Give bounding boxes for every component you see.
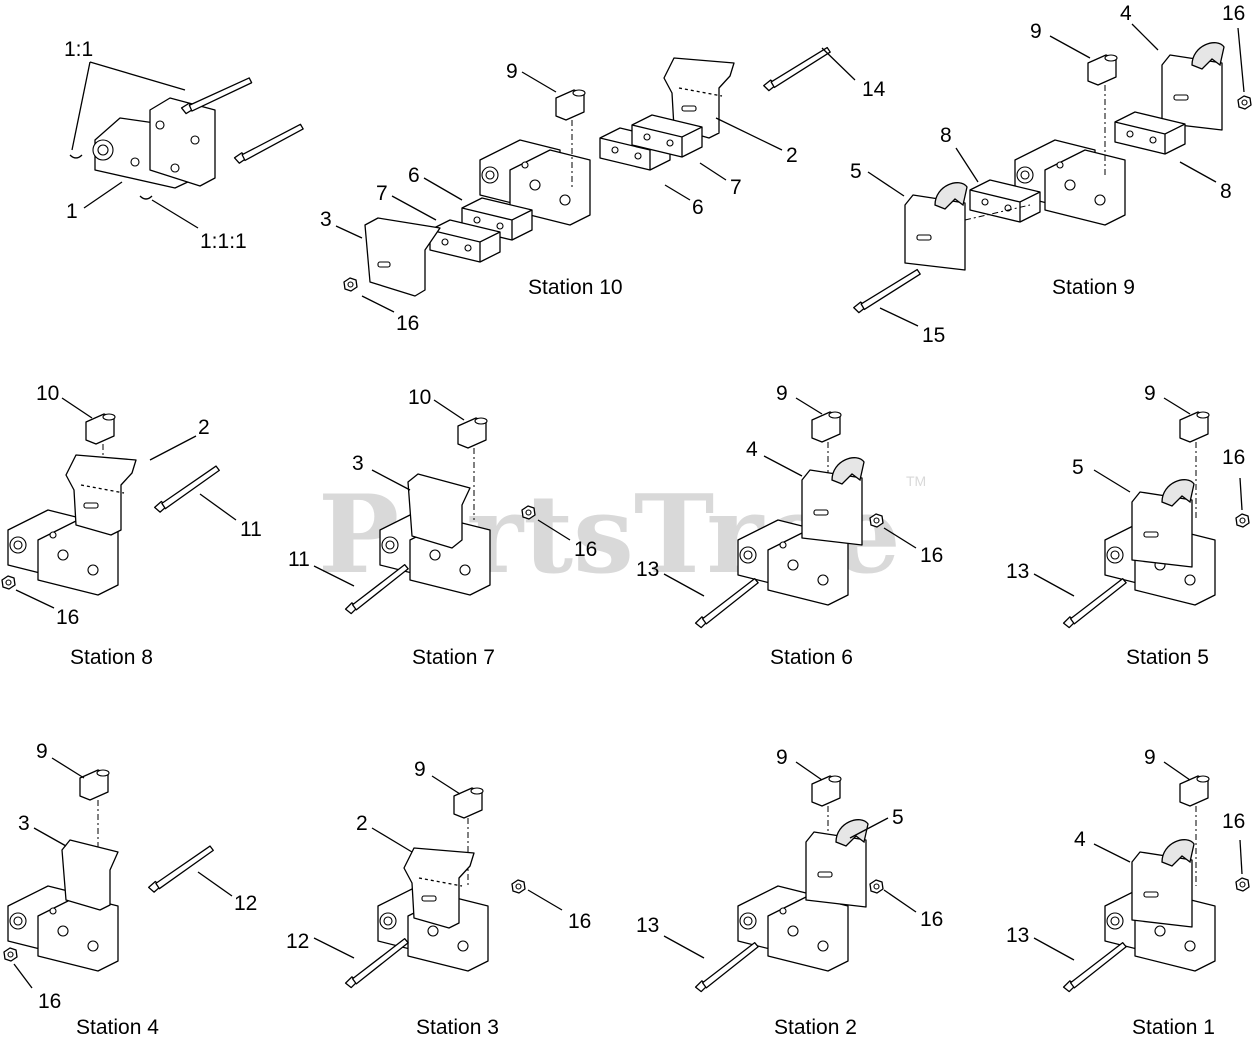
s8-callout-16: 16	[56, 606, 79, 629]
s6-caption: Station 6	[770, 646, 853, 669]
s4-caption: Station 4	[76, 1016, 159, 1039]
s7-callout-11: 11	[288, 548, 310, 571]
station-10: 9 14 2 7 6 7 6 3 16 Station 10	[320, 46, 886, 335]
s7-callout-3: 3	[352, 452, 364, 475]
s10-callout-16: 16	[396, 312, 419, 335]
s10-callout-6a: 6	[692, 196, 704, 219]
s3-caption: Station 3	[416, 1016, 499, 1039]
s7-callout-16: 16	[574, 538, 597, 561]
s4-callout-3: 3	[18, 812, 30, 835]
watermark-tm: TM	[906, 473, 926, 489]
s4-callout-9: 9	[36, 740, 48, 763]
s10-callout-7b: 7	[376, 182, 388, 205]
s4-callout-12: 12	[234, 892, 257, 915]
s8-caption: Station 8	[70, 646, 153, 669]
s5-callout-16: 16	[1222, 446, 1245, 469]
s9-callout-15: 15	[922, 324, 945, 347]
s1-callout-13: 13	[1006, 924, 1029, 947]
s2-callout-9: 9	[776, 746, 788, 769]
s10-callout-9: 9	[506, 60, 518, 83]
s10-callout-14: 14	[862, 78, 886, 101]
s7-callout-10: 10	[408, 386, 431, 409]
s6-callout-9: 9	[776, 382, 788, 405]
s5-caption: Station 5	[1126, 646, 1209, 669]
s2-callout-5: 5	[892, 806, 904, 829]
station-7: 10 3 16 11 Station 7	[288, 386, 597, 669]
s5-callout-13: 13	[1006, 560, 1029, 583]
s3-callout-9: 9	[414, 758, 426, 781]
s9-callout-4: 4	[1120, 2, 1132, 25]
s9-callout-8b: 8	[1220, 180, 1232, 203]
station-2: 9 5 16 13 Station 2	[636, 746, 943, 1039]
s9-callout-5: 5	[850, 160, 862, 183]
s2-callout-16: 16	[920, 908, 943, 931]
s10-callout-6b: 6	[408, 164, 420, 187]
s4-callout-16: 16	[38, 990, 61, 1013]
station-8: 10 2 11 16 Station 8	[1, 382, 262, 669]
s8-callout-10: 10	[36, 382, 59, 405]
s5-callout-9: 9	[1144, 382, 1156, 405]
part-1-label: 1	[66, 200, 78, 223]
s3-callout-2: 2	[356, 812, 368, 835]
s2-caption: Station 2	[774, 1016, 857, 1039]
s1-callout-4: 4	[1074, 828, 1086, 851]
s10-caption: Station 10	[528, 276, 623, 299]
s3-callout-16: 16	[568, 910, 591, 933]
s9-callout-16: 16	[1222, 2, 1245, 25]
s8-callout-2: 2	[198, 416, 210, 439]
station-4: 9 3 12 16 Station 4	[3, 740, 257, 1039]
s10-callout-3: 3	[320, 208, 332, 231]
station-5: 9 16 5 13 Station 5	[1006, 382, 1250, 669]
s3-callout-12: 12	[286, 930, 309, 953]
ratio-label-a: 1:1	[64, 38, 93, 61]
station-6: 9 4 16 13 Station 6	[636, 382, 943, 669]
s5-callout-5: 5	[1072, 456, 1084, 479]
s1-caption: Station 1	[1132, 1016, 1215, 1039]
s6-callout-4: 4	[746, 438, 758, 461]
s10-callout-7a: 7	[730, 176, 742, 199]
s7-caption: Station 7	[412, 646, 495, 669]
s9-callout-8a: 8	[940, 124, 952, 147]
part-1-assembly: 1:1 1 1:1:1	[64, 38, 308, 253]
s6-callout-16: 16	[920, 544, 943, 567]
s9-caption: Station 9	[1052, 276, 1135, 299]
station-3: 9 2 16 12 Station 3	[286, 758, 591, 1039]
s8-callout-11: 11	[240, 518, 262, 541]
station-9: 9 4 16 8 5 8 15 Station 9	[848, 2, 1252, 347]
s10-callout-2: 2	[786, 144, 798, 167]
ratio-label-b: 1:1:1	[200, 230, 247, 253]
s6-callout-13: 13	[636, 558, 659, 581]
station-1: 9 16 4 13 Station 1	[1006, 746, 1250, 1039]
s1-callout-9: 9	[1144, 746, 1156, 769]
s2-callout-13: 13	[636, 914, 659, 937]
s1-callout-16: 16	[1222, 810, 1245, 833]
s9-callout-9: 9	[1030, 20, 1042, 43]
